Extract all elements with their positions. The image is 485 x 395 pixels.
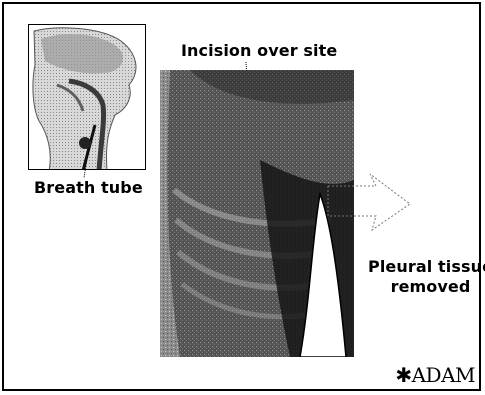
adam-logo: ✱ADAM xyxy=(395,363,475,387)
pleural-label-line2: removed xyxy=(368,277,485,297)
adam-logo-text: ADAM xyxy=(412,363,475,387)
pleural-removed-arrow xyxy=(328,174,410,230)
pleural-label-line1: Pleural tissue xyxy=(368,257,485,277)
pleural-tissue-label: Pleural tissue removed xyxy=(368,257,485,297)
incision-label: Incision over site xyxy=(181,41,337,60)
breath-tube-label: Breath tube xyxy=(34,178,143,197)
asterisk-icon: ✱ xyxy=(395,363,411,387)
